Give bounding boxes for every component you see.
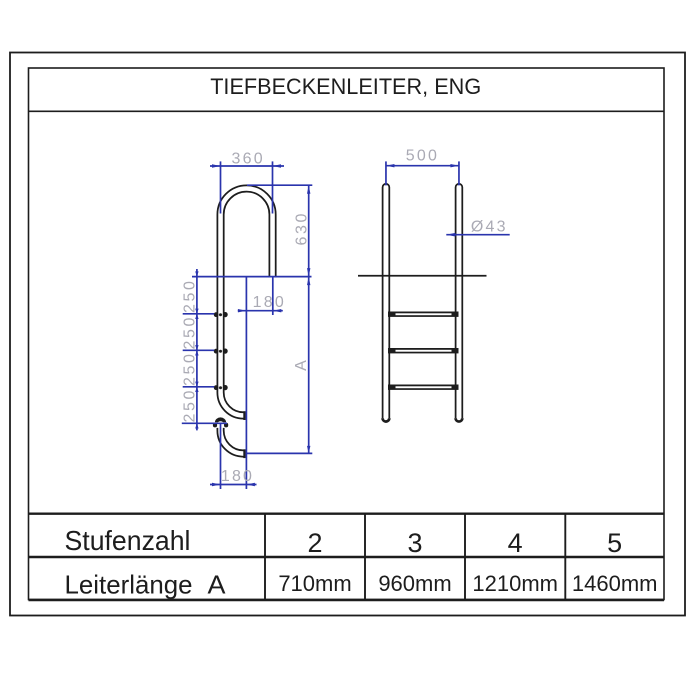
svg-text:5: 5 xyxy=(607,528,622,558)
svg-text:180: 180 xyxy=(253,294,286,311)
svg-text:1460mm: 1460mm xyxy=(572,571,658,596)
svg-text:Ø43: Ø43 xyxy=(471,218,508,235)
svg-text:180: 180 xyxy=(221,468,254,485)
svg-text:Leiterlänge: Leiterlänge xyxy=(65,570,193,600)
svg-text:500: 500 xyxy=(406,148,439,165)
svg-text:250: 250 xyxy=(181,388,198,423)
svg-text:4: 4 xyxy=(508,528,523,558)
svg-text:250: 250 xyxy=(181,315,198,350)
svg-text:250: 250 xyxy=(181,279,198,314)
svg-text:1210mm: 1210mm xyxy=(472,571,558,596)
svg-text:960mm: 960mm xyxy=(378,571,451,596)
svg-text:TIEFBECKENLEITER, ENG: TIEFBECKENLEITER, ENG xyxy=(210,74,481,99)
svg-text:A: A xyxy=(208,570,227,600)
svg-text:250: 250 xyxy=(181,352,198,387)
svg-text:3: 3 xyxy=(407,528,422,558)
svg-text:Stufenzahl: Stufenzahl xyxy=(65,525,191,556)
svg-text:630: 630 xyxy=(293,211,310,246)
svg-text:360: 360 xyxy=(232,150,265,167)
svg-text:2: 2 xyxy=(307,528,322,558)
svg-text:710mm: 710mm xyxy=(278,571,351,596)
svg-text:A: A xyxy=(293,358,310,371)
